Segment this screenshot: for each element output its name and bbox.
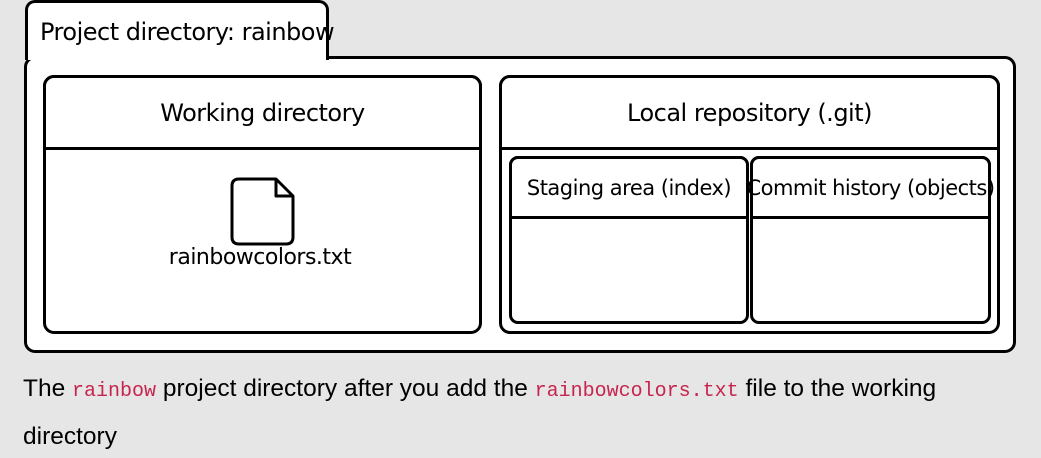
local-repository-header: Local repository (.git) [499,75,1000,150]
working-directory-title: Working directory [160,98,365,127]
commit-history-title: Commit history (objects) [746,175,995,200]
caption-code-rainbow: rainbow [72,380,157,403]
file-name-label: rainbowcolors.txt [168,245,352,270]
figure-caption: The rainbow project directory after you … [23,366,1013,458]
file-icon [230,177,295,246]
staging-area-title: Staging area (index) [526,175,732,200]
caption-text-2: project directory after you add the [156,375,535,402]
staging-area-header: Staging area (index) [509,156,749,219]
caption-text-3: file to the working directory [23,375,937,450]
caption-code-filename: rainbowcolors.txt [534,380,739,403]
commit-history-header: Commit history (objects) [746,156,995,219]
project-directory-tab: Project directory: rainbow [25,0,335,60]
working-directory-header: Working directory [43,75,482,150]
project-directory-label: Project directory: rainbow [40,17,335,46]
local-repository-title: Local repository (.git) [627,98,873,127]
caption-text-1: The [23,375,73,402]
